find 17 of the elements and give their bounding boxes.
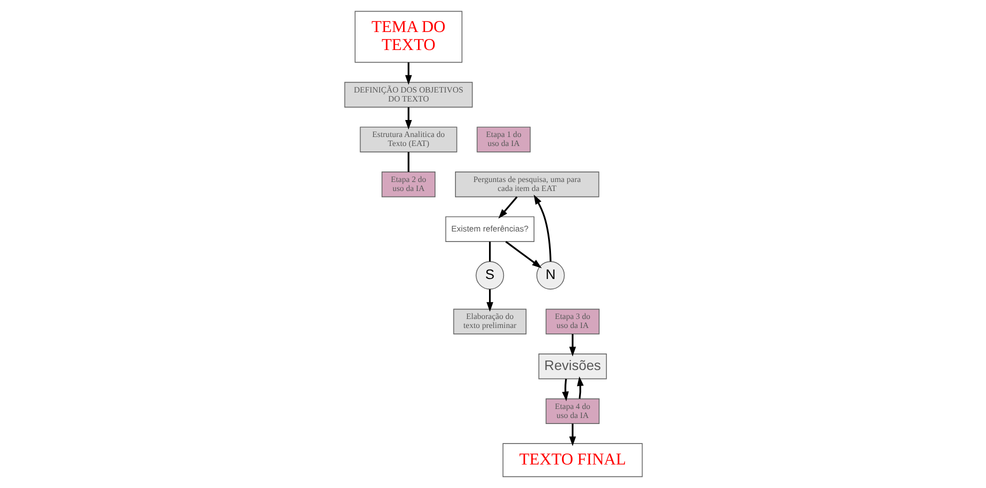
connector [488,242,490,262]
arrow [404,62,412,85]
arrow [576,376,584,399]
arrow [498,196,518,219]
arrow [533,194,551,262]
node-circle: N [536,261,564,290]
node-box: Revisões [538,354,606,380]
arrow [486,289,493,312]
arrow [562,378,568,402]
arrow [568,424,576,446]
arrow [404,107,412,130]
connector [407,152,409,172]
arrow [504,240,542,268]
arrow [568,334,576,356]
node-circle: S [475,261,504,290]
node-box: TEXTO FINAL [502,443,642,478]
node-box: TEMA DO TEXTO [354,10,462,63]
